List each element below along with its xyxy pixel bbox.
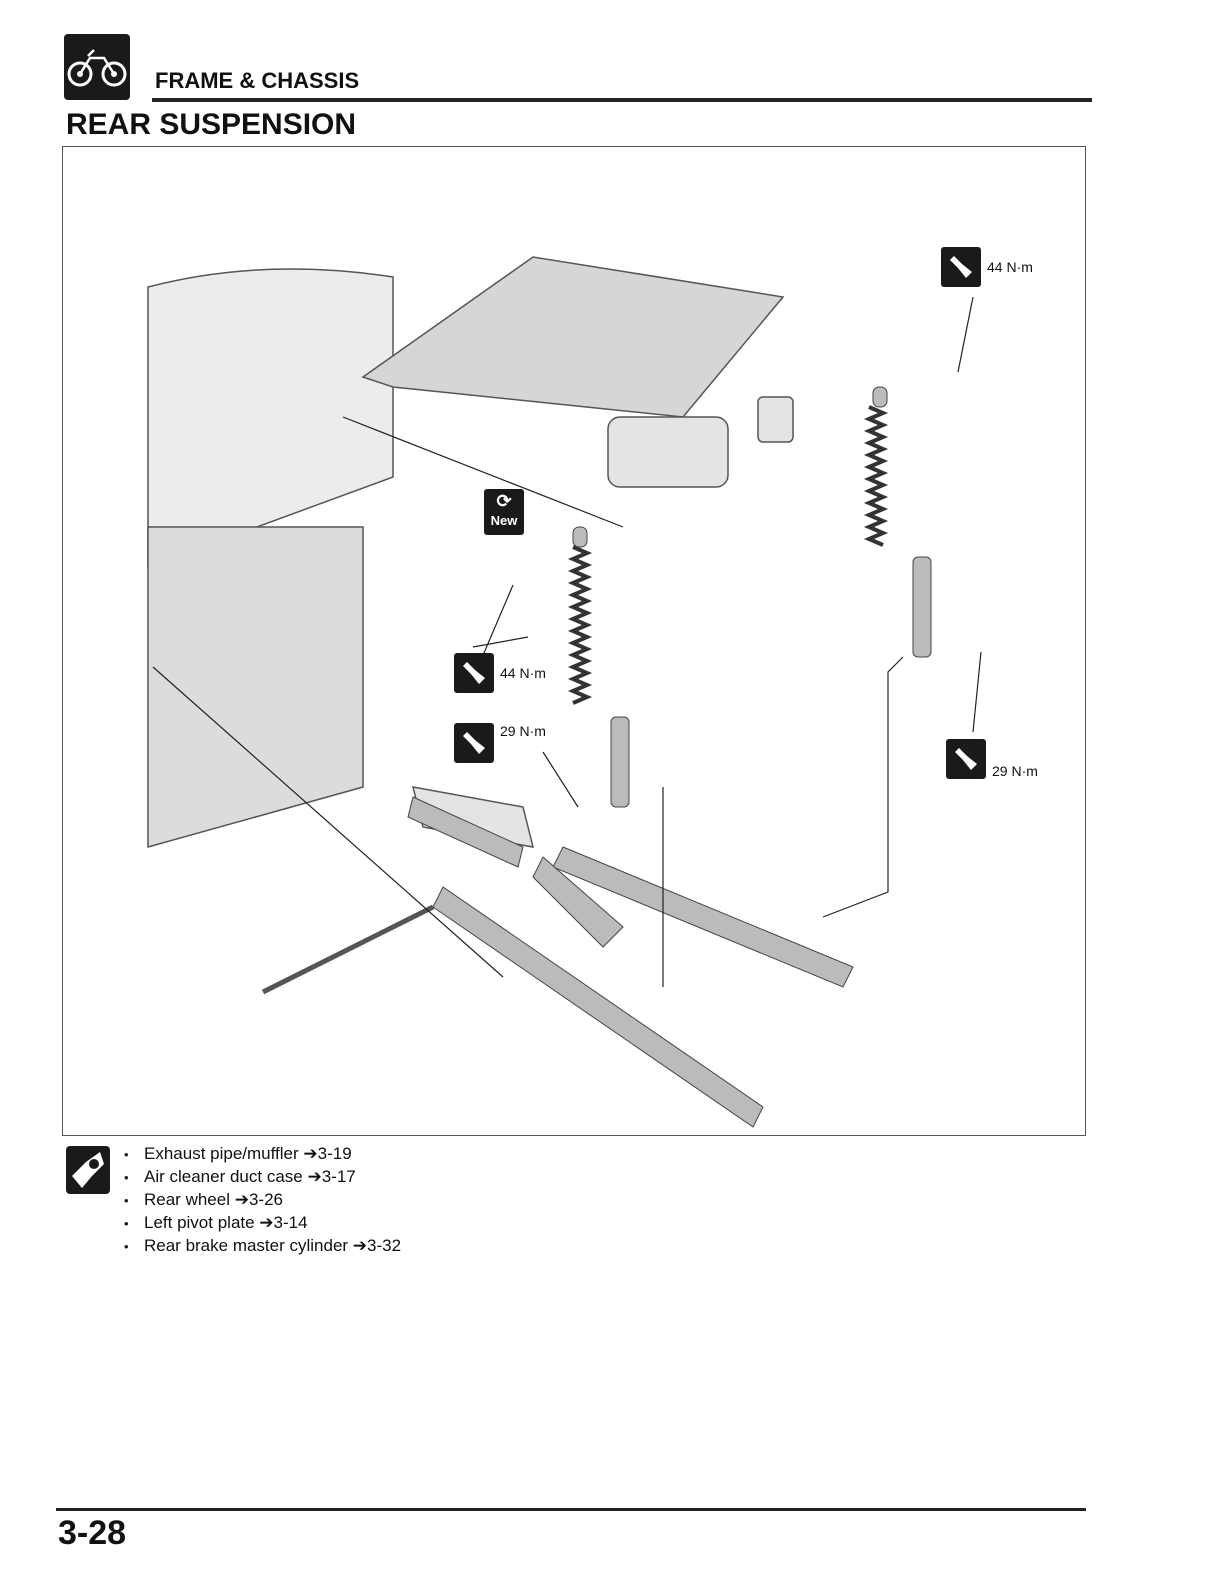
section-title: FRAME & CHASSIS: [155, 68, 360, 93]
torque-callout: 29 N·m: [454, 723, 546, 763]
torque-callout: 44 N·m: [941, 247, 1033, 287]
list-item: Rear wheel ➔3-26: [124, 1189, 401, 1212]
wrench-icon: [454, 653, 494, 693]
page-title: REAR SUSPENSION: [66, 108, 357, 141]
replace-new-callout: ⟳New: [484, 489, 524, 535]
torque-callout: 29 N·m: [946, 739, 1038, 779]
page-number: 3-28: [58, 1514, 127, 1552]
torque-callout: 44 N·m: [454, 653, 546, 693]
wrench-icon: [946, 739, 986, 779]
list-item: Rear brake master cylinder ➔3-32: [124, 1235, 401, 1258]
rear-suspension-diagram: 44 N·m ⟳New 44 N·m 29 N·m 29 N·m: [62, 146, 1086, 1136]
footer-rule: [56, 1508, 1086, 1511]
motorcycle-icon: [64, 34, 130, 100]
list-item: Air cleaner duct case ➔3-17: [124, 1166, 401, 1189]
wrench-icon: [454, 723, 494, 763]
list-item: Exhaust pipe/muffler ➔3-19: [124, 1143, 401, 1166]
removal-prerequisite-icon: [66, 1146, 110, 1194]
header-rule: [152, 98, 1092, 102]
exploded-view-illustration: [147, 256, 982, 1128]
prerequisite-list: Exhaust pipe/muffler ➔3-19 Air cleaner d…: [124, 1143, 401, 1258]
wrench-icon: [941, 247, 981, 287]
replace-new-icon: ⟳New: [484, 489, 524, 535]
list-item: Left pivot plate ➔3-14: [124, 1212, 401, 1235]
